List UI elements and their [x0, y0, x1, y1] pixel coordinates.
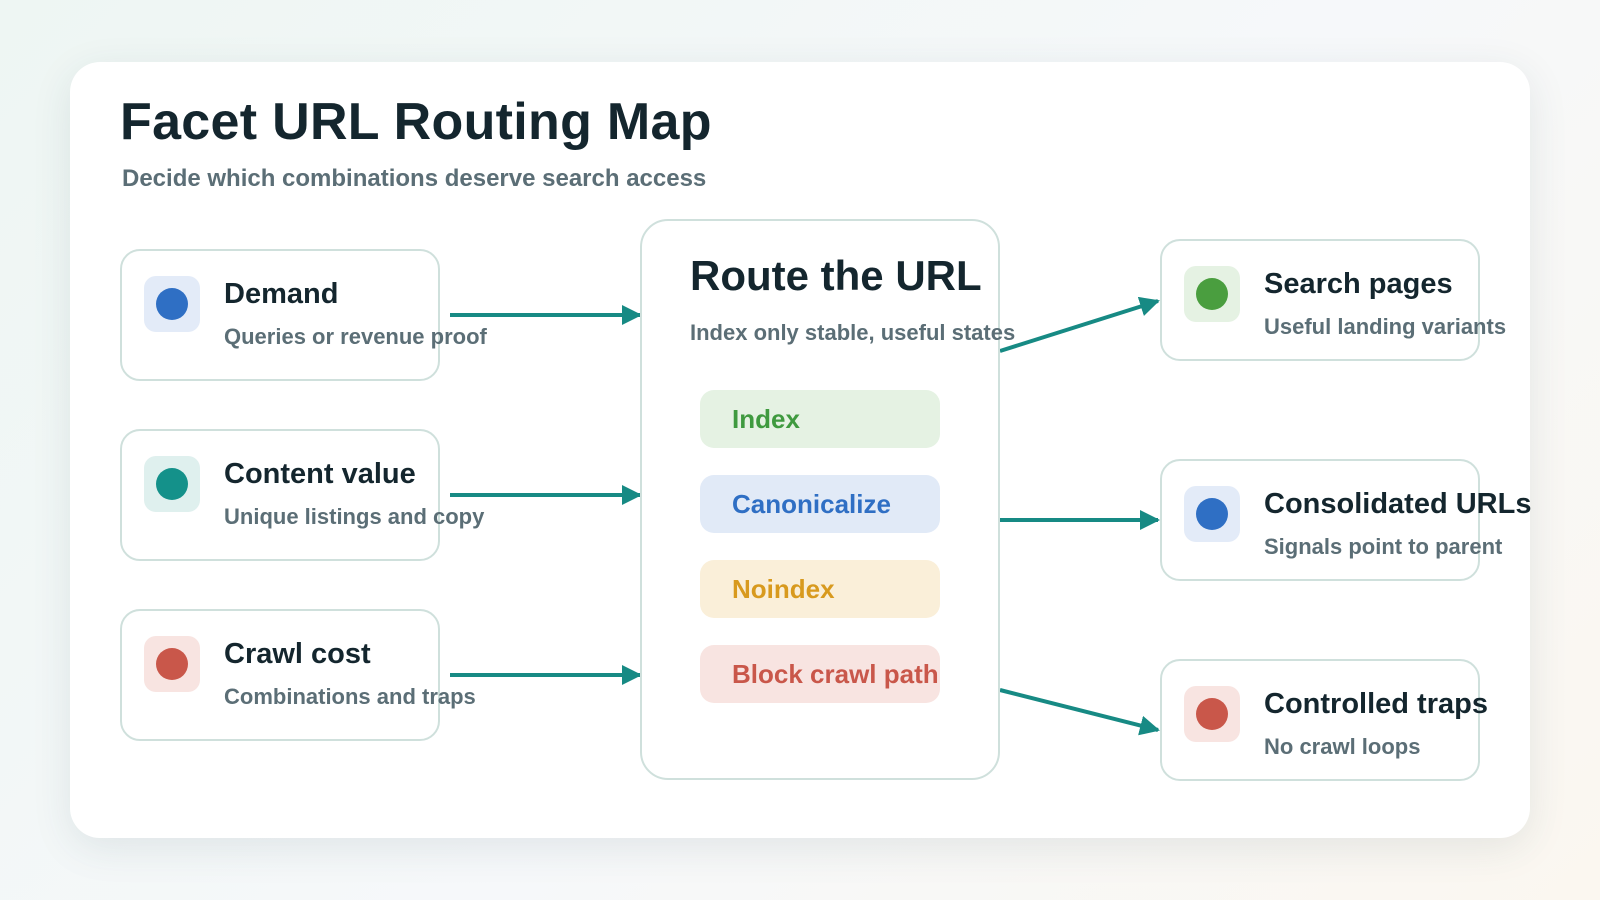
demand-dot-icon — [156, 288, 188, 320]
crawl-cost-subtitle: Combinations and traps — [224, 684, 476, 709]
content-value-icon-tile — [144, 456, 200, 512]
content-value-dot-icon — [156, 468, 188, 500]
crawl-cost-dot-icon — [156, 648, 188, 680]
controlled-traps-icon-tile — [1184, 686, 1240, 742]
action-pill-noindex: Noindex — [700, 560, 940, 618]
output-node-controlled-traps — [1160, 659, 1480, 781]
input-node-content-value — [120, 429, 440, 561]
crawl-cost-icon-tile — [144, 636, 200, 692]
action-pill-index: Index — [700, 390, 940, 448]
search-pages-dot-icon — [1196, 278, 1228, 310]
search-pages-subtitle: Useful landing variants — [1264, 314, 1507, 339]
consolidated-urls-title: Consolidated URLs — [1264, 488, 1532, 520]
consolidated-urls-subtitle: Signals point to parent — [1264, 534, 1503, 559]
action-pill-block-crawl-path: Block crawl path — [700, 645, 940, 703]
hub-subtitle: Index only stable, useful states — [690, 320, 1016, 345]
search-pages-icon-tile — [1184, 266, 1240, 322]
consolidated-urls-dot-icon — [1196, 498, 1228, 530]
content-value-subtitle: Unique listings and copy — [224, 504, 485, 529]
action-pill-canonicalize: Canonicalize — [700, 475, 940, 533]
controlled-traps-title: Controlled traps — [1264, 688, 1488, 720]
demand-subtitle: Queries or revenue proof — [224, 324, 487, 349]
search-pages-title: Search pages — [1264, 268, 1453, 300]
consolidated-urls-icon-tile — [1184, 486, 1240, 542]
connector-hub-to-search — [999, 296, 1160, 353]
page-subtitle: Decide which combinations deserve search… — [122, 165, 707, 192]
connector-hub-to-traps — [999, 688, 1160, 736]
page-title: Facet URL Routing Map — [120, 93, 712, 151]
content-value-title: Content value — [224, 458, 416, 490]
controlled-traps-dot-icon — [1196, 698, 1228, 730]
hub-title: Route the URL — [690, 252, 982, 299]
controlled-traps-subtitle: No crawl loops — [1264, 734, 1421, 759]
crawl-cost-title: Crawl cost — [224, 638, 371, 670]
demand-icon-tile — [144, 276, 200, 332]
demand-title: Demand — [224, 278, 339, 310]
